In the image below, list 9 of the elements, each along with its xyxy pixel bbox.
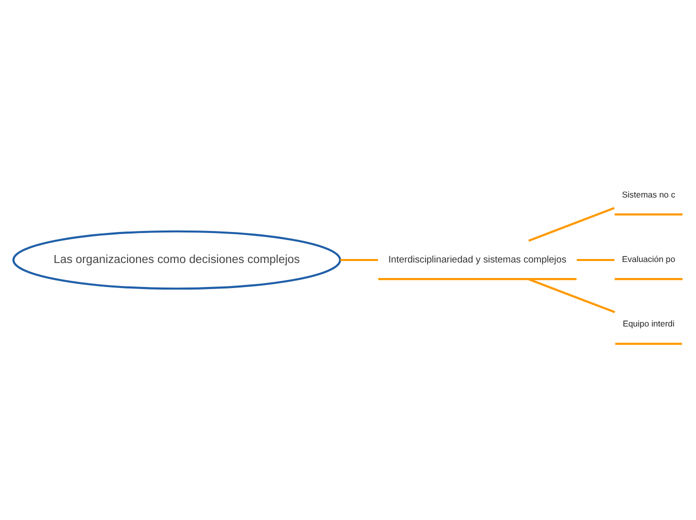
node-ellipse: Las organizaciones como decisiones complejos <box>12 230 342 290</box>
node-text: Evaluación po <box>622 254 676 264</box>
connector <box>528 207 615 242</box>
connector <box>576 258 614 262</box>
connector <box>528 278 616 314</box>
connector <box>340 258 378 262</box>
node-text: Sistemas no c <box>622 189 676 200</box>
node-text: Equipo interdi <box>622 318 675 329</box>
node-text: Interdisciplinariedad y sistemas complejos <box>388 254 566 266</box>
